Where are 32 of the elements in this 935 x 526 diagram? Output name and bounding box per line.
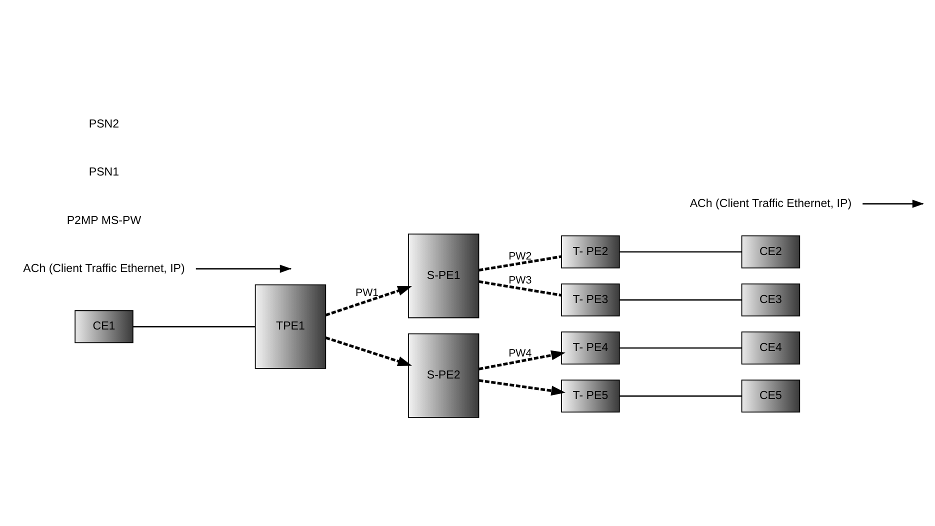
edge-label: PW1 xyxy=(355,287,379,300)
node-box: CE3 xyxy=(741,283,800,316)
label: P2MP MS-PW xyxy=(66,214,142,227)
node-text: ACh (Client Traffic Ethernet, IP) xyxy=(690,198,852,210)
node-box: T- PE3 xyxy=(561,283,620,316)
arrow xyxy=(478,379,566,396)
edge-label: PW3 xyxy=(508,274,532,287)
node-box: CE2 xyxy=(741,235,800,268)
node-box: S-PE2 xyxy=(408,333,480,418)
arrow xyxy=(325,286,412,316)
connector xyxy=(620,395,742,397)
label: PSN2 xyxy=(88,118,120,131)
arrow xyxy=(325,336,412,366)
node-box: CE4 xyxy=(741,332,800,364)
connector xyxy=(132,326,256,328)
connector xyxy=(478,280,562,297)
edge-label: PW2 xyxy=(508,250,532,263)
node-box: T- PE5 xyxy=(561,380,620,413)
arrow xyxy=(478,350,566,370)
label: PSN1 xyxy=(88,166,120,179)
node-box: CE1 xyxy=(74,310,134,344)
node-box: T- PE4 xyxy=(561,332,620,364)
connector xyxy=(620,347,742,349)
node-box: CE5 xyxy=(741,380,800,413)
node-text: ACh (Client Traffic Ethernet, IP) xyxy=(23,262,185,275)
node-box: TPE1 xyxy=(254,284,326,369)
edge-label: PW4 xyxy=(508,348,532,360)
node-box: T- PE2 xyxy=(561,235,620,268)
connector xyxy=(620,251,742,253)
connector xyxy=(478,255,562,272)
connector xyxy=(620,299,742,301)
node-box: S-PE1 xyxy=(408,234,480,318)
